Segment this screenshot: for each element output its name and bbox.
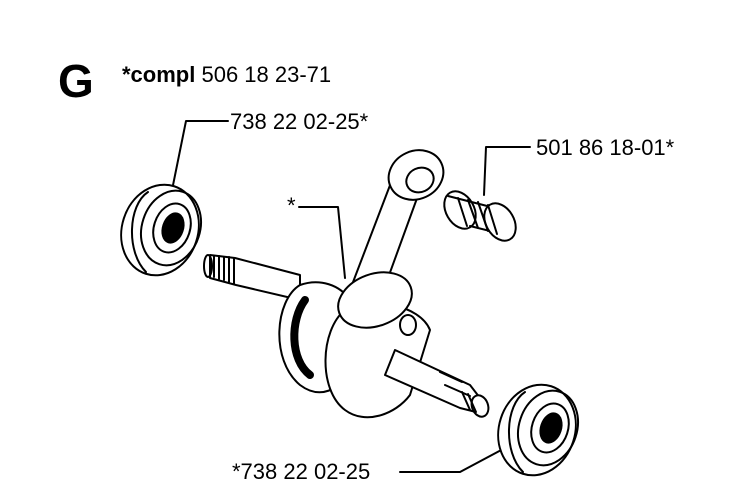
section-letter: G xyxy=(58,55,94,107)
crank-web-right xyxy=(324,302,431,419)
leader-line-crankshaft xyxy=(298,206,346,279)
connecting-rod xyxy=(337,149,445,329)
callout-needle-bearing: 501 86 18-01* xyxy=(536,135,675,160)
leader-line-needle-bearing xyxy=(483,146,531,196)
callout-bearing-top: 738 22 02-25* xyxy=(230,109,369,134)
leader-line-bearing-bottom xyxy=(399,447,506,473)
needle-bearing xyxy=(443,190,517,242)
title-part-number: 506 18 23-71 xyxy=(201,62,332,87)
title-prefix: *compl xyxy=(122,62,196,87)
crankshaft-left-shaft xyxy=(203,254,301,301)
ball-bearing-bottom xyxy=(497,383,579,477)
leader-line-bearing-top xyxy=(169,120,229,201)
callout-bearing-bottom: *738 22 02-25 xyxy=(232,459,371,484)
crankshaft-right-shaft xyxy=(384,349,490,418)
callout-crankshaft: * xyxy=(287,193,296,218)
assembly-title: *compl 506 18 23-71 xyxy=(122,62,331,88)
ball-bearing-top xyxy=(120,183,202,277)
